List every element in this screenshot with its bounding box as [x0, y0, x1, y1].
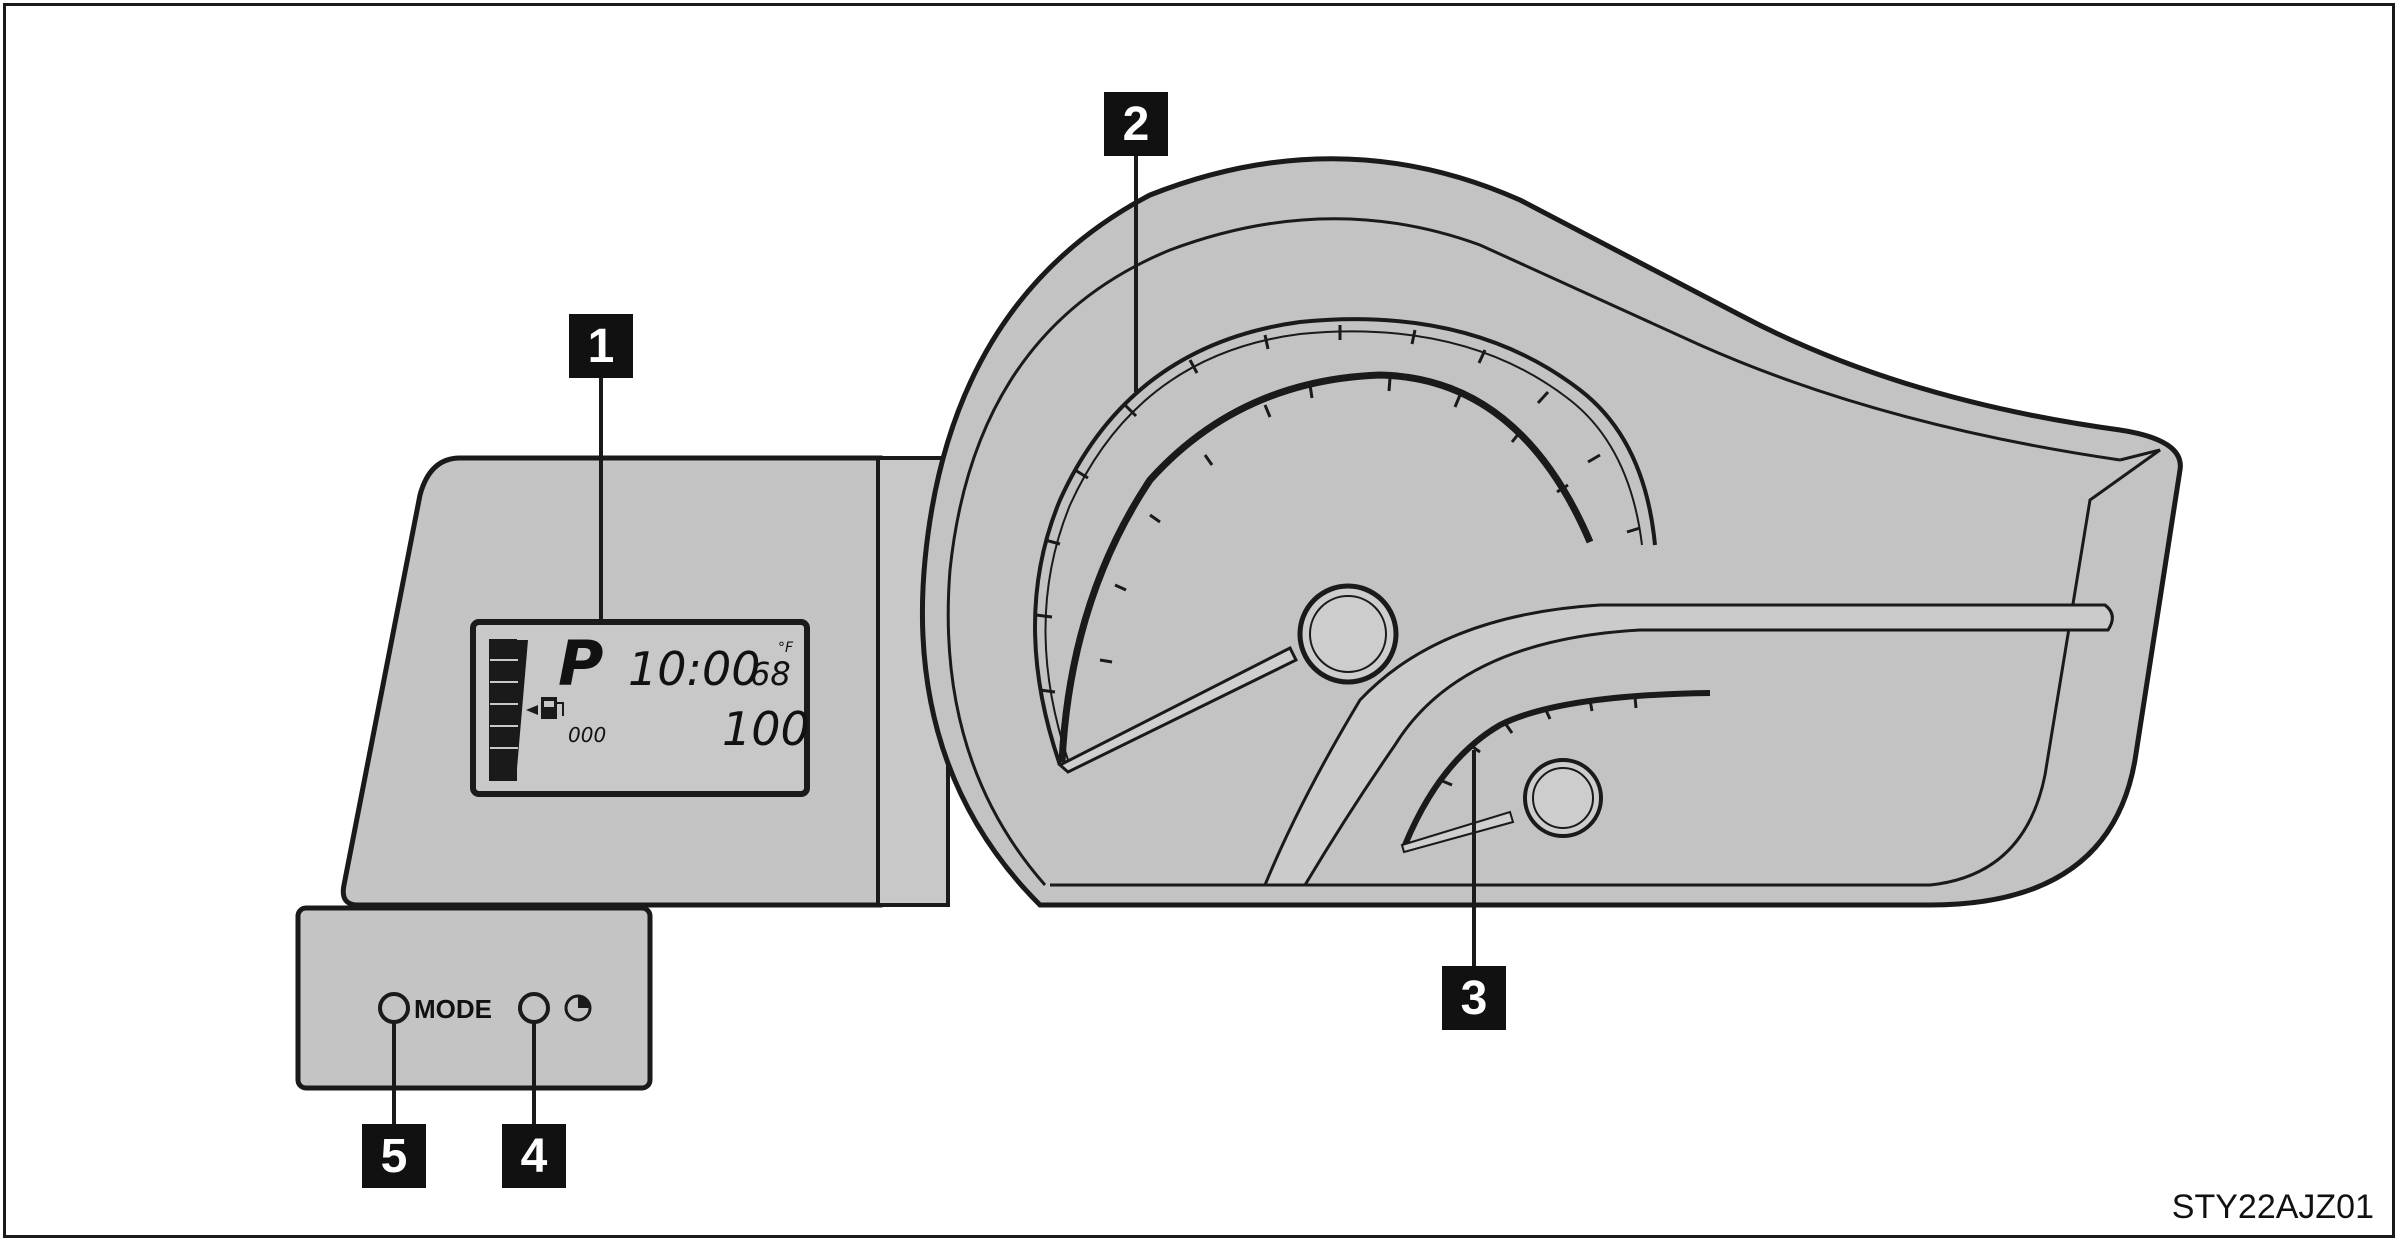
temperature-unit: °F [778, 640, 794, 656]
mode-button[interactable]: MODE [378, 992, 492, 1024]
callout-leaders [392, 156, 1476, 1124]
callout-5-label: 5 [381, 1130, 408, 1183]
fuel-pump-icon [526, 697, 564, 719]
meter-housing [919, 156, 2183, 908]
button-panel [295, 905, 653, 1091]
trip-marker: 000 [568, 723, 606, 747]
multi-information-display: P 10:00 68 °F 000 100 [470, 619, 810, 797]
callout-1-label: 1 [588, 320, 615, 373]
speedometer-ticks [1035, 325, 1641, 694]
clock-icon [564, 994, 592, 1022]
sub-meter-housing [1262, 603, 2114, 887]
odometer-readout: 100 [722, 702, 810, 756]
callout-2: 2 [1104, 92, 1168, 156]
callout-4: 4 [502, 1124, 566, 1188]
callout-5: 5 [362, 1124, 426, 1188]
speedometer-inner-scale [1058, 371, 1594, 763]
shift-position: P [558, 627, 603, 700]
clock-readout: 10:00 [628, 642, 761, 696]
figure-id: STY22AJZ01 [2171, 1188, 2374, 1226]
diagram-frame [3, 3, 2395, 1238]
speedometer-needle [1057, 583, 1399, 774]
callout-4-label: 4 [521, 1130, 548, 1183]
speedometer-inner-ticks [1099, 377, 1569, 664]
callout-1: 1 [569, 314, 633, 378]
sub-meter-needle [1400, 758, 1603, 854]
sub-meter-ticks [1439, 696, 1638, 787]
speedometer-outer-scale [1033, 317, 1657, 766]
outside-temperature: 68 [750, 655, 791, 693]
fuel-gauge-bar [489, 639, 528, 781]
callout-2-label: 2 [1123, 98, 1150, 151]
callout-3: 3 [1442, 966, 1506, 1030]
speedometer-outer-scale-inner [1044, 330, 1643, 761]
housing-top-rim [1050, 448, 2161, 887]
callout-3-label: 3 [1461, 972, 1488, 1025]
sub-meter-scale [1402, 690, 1711, 847]
housing-inner-contour [946, 217, 2121, 886]
mode-button-label: MODE [414, 994, 492, 1024]
